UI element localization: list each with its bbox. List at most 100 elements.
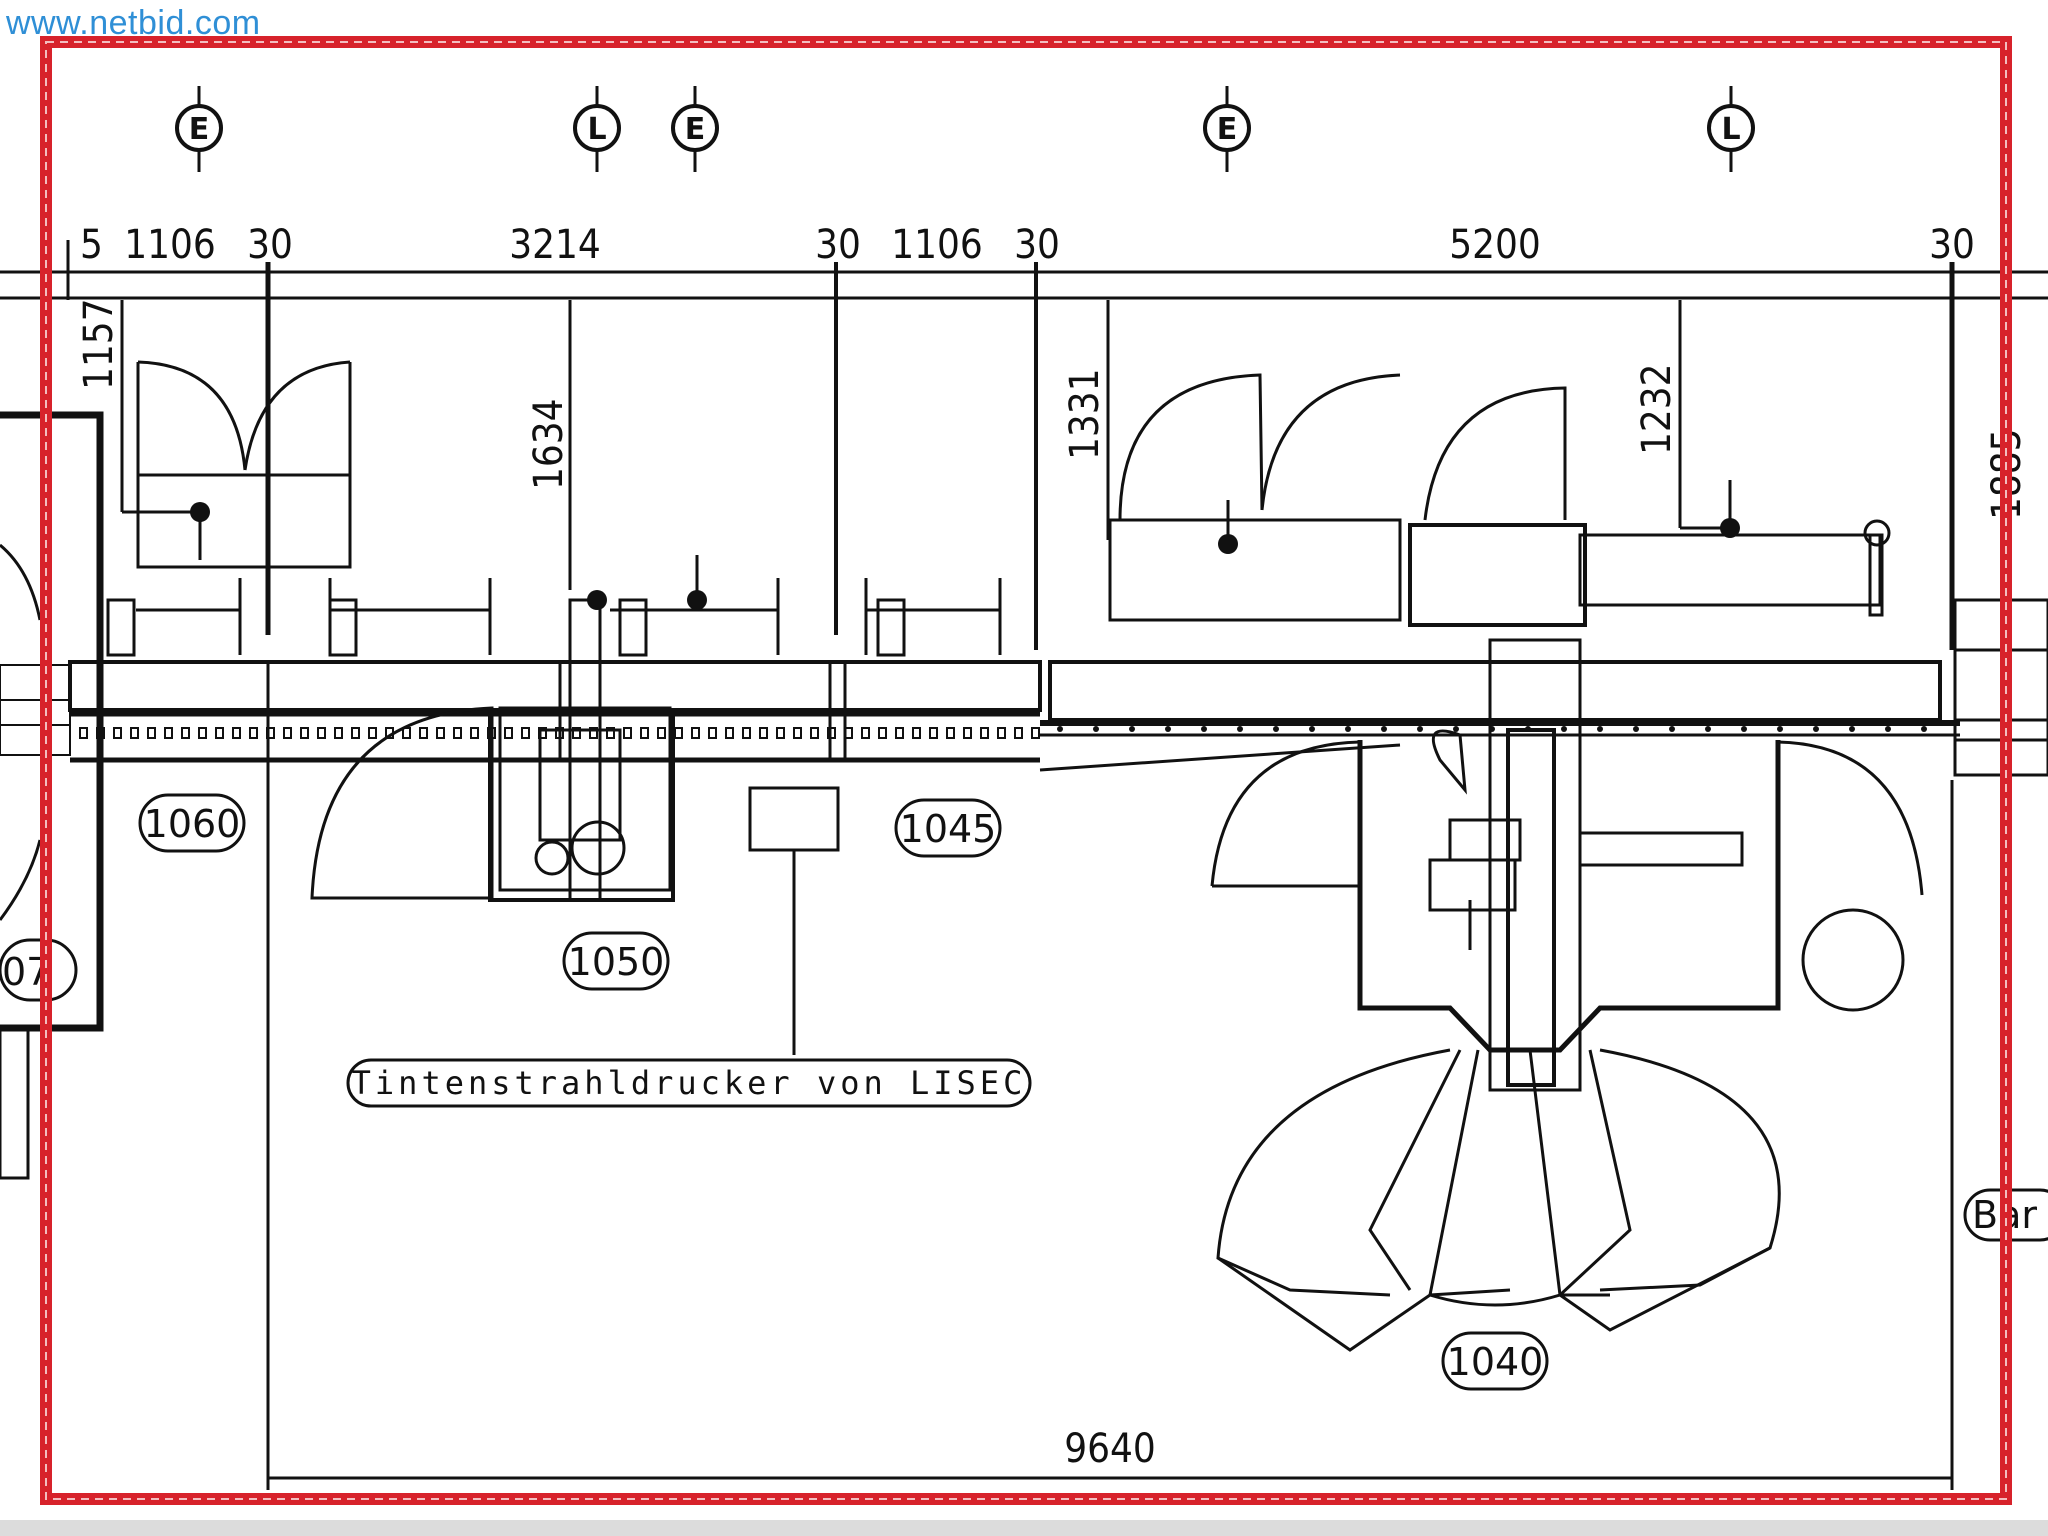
overall-dimension-label: 9640 bbox=[1064, 1426, 1156, 1472]
roller bbox=[504, 727, 513, 739]
station-tag-1050: 1050 bbox=[562, 931, 670, 991]
roller bbox=[623, 727, 632, 739]
roller bbox=[606, 727, 615, 739]
roller bbox=[1345, 726, 1351, 732]
station-label: 1050 bbox=[568, 940, 665, 984]
roller bbox=[929, 727, 938, 739]
dim-label: 5 bbox=[80, 222, 103, 268]
dim-label: 1157 bbox=[76, 298, 122, 390]
roller bbox=[1237, 726, 1243, 732]
roller bbox=[1093, 726, 1099, 732]
roller bbox=[266, 727, 275, 739]
roller bbox=[453, 727, 462, 739]
roller bbox=[419, 727, 428, 739]
roller bbox=[827, 727, 836, 739]
roller bbox=[878, 727, 887, 739]
roller bbox=[742, 727, 751, 739]
roller bbox=[130, 727, 139, 739]
roller bbox=[164, 727, 173, 739]
roller bbox=[708, 727, 717, 739]
grid-marker-2: L bbox=[573, 86, 621, 172]
conveyor-rollers-right bbox=[1057, 726, 1927, 732]
station-label: 1045 bbox=[900, 807, 997, 851]
roller bbox=[249, 727, 258, 739]
roller bbox=[198, 727, 207, 739]
grid-marker-label: L bbox=[587, 112, 606, 147]
station-label: 1060 bbox=[144, 802, 241, 846]
roller bbox=[793, 727, 802, 739]
grid-marker-5: L bbox=[1707, 86, 1755, 172]
roller bbox=[368, 727, 377, 739]
grid-marker-4: E bbox=[1203, 86, 1251, 172]
grid-marker-label: E bbox=[1217, 112, 1238, 147]
watermark-text: www.netbid.com bbox=[6, 4, 261, 42]
roller bbox=[725, 727, 734, 739]
roller bbox=[844, 727, 853, 739]
grid-markers: E L E E L bbox=[175, 86, 1755, 172]
printer-note-label: Tintenstrahldrucker von LISEC bbox=[352, 1064, 1027, 1102]
dim-label: 1331 bbox=[1062, 368, 1108, 460]
grid-marker-1: E bbox=[175, 86, 223, 172]
grid-marker-3: E bbox=[671, 86, 719, 172]
roller bbox=[1561, 726, 1567, 732]
roller bbox=[351, 727, 360, 739]
roller bbox=[1813, 726, 1819, 732]
roller bbox=[759, 727, 768, 739]
station-tag-1040: 1040 bbox=[1441, 1331, 1549, 1391]
roller bbox=[147, 727, 156, 739]
station-tag-1060: 1060 bbox=[138, 793, 246, 853]
roller bbox=[334, 727, 343, 739]
roller bbox=[895, 727, 904, 739]
dim-label: 30 bbox=[815, 222, 861, 268]
station-label: 1040 bbox=[1447, 1340, 1544, 1384]
roller bbox=[96, 727, 105, 739]
roller bbox=[1741, 726, 1747, 732]
roller bbox=[521, 727, 530, 739]
roller bbox=[232, 727, 241, 739]
roller bbox=[946, 727, 955, 739]
roller bbox=[113, 727, 122, 739]
dim-label: 30 bbox=[247, 222, 293, 268]
roller bbox=[1309, 726, 1315, 732]
roller bbox=[1417, 726, 1423, 732]
roller bbox=[1669, 726, 1675, 732]
dim-label: 1106 bbox=[124, 222, 216, 268]
roller bbox=[1381, 726, 1387, 732]
roller bbox=[1273, 726, 1279, 732]
roller bbox=[436, 727, 445, 739]
grid-marker-label: E bbox=[189, 112, 210, 147]
roller bbox=[555, 727, 564, 739]
roller bbox=[1705, 726, 1711, 732]
dim-label: 1232 bbox=[1634, 363, 1680, 455]
roller bbox=[1057, 726, 1063, 732]
conveyor-rollers bbox=[79, 727, 1040, 739]
grid-marker-label: E bbox=[685, 112, 706, 147]
dim-label: 30 bbox=[1014, 222, 1060, 268]
roller bbox=[1921, 726, 1927, 732]
roller bbox=[572, 727, 581, 739]
roller bbox=[861, 727, 870, 739]
roller bbox=[640, 727, 649, 739]
roller bbox=[963, 727, 972, 739]
dim-label: 1634 bbox=[526, 398, 572, 490]
roller bbox=[1031, 727, 1040, 739]
roller bbox=[1014, 727, 1023, 739]
roller bbox=[1633, 726, 1639, 732]
roller bbox=[1597, 726, 1603, 732]
grid-marker-label: L bbox=[1721, 112, 1740, 147]
roller bbox=[1777, 726, 1783, 732]
roller bbox=[283, 727, 292, 739]
roller bbox=[181, 727, 190, 739]
roller bbox=[657, 727, 666, 739]
bending-machine bbox=[1108, 373, 1924, 1352]
station-labels: 1060 1045 1050 1040 Bar bbox=[138, 793, 2048, 1391]
roller bbox=[79, 727, 88, 739]
roller bbox=[470, 727, 479, 739]
roller bbox=[317, 727, 326, 739]
roller bbox=[776, 727, 785, 739]
roller bbox=[1129, 726, 1135, 732]
roller bbox=[810, 727, 819, 739]
station-tag-1045: 1045 bbox=[894, 798, 1002, 858]
roller bbox=[589, 727, 598, 739]
